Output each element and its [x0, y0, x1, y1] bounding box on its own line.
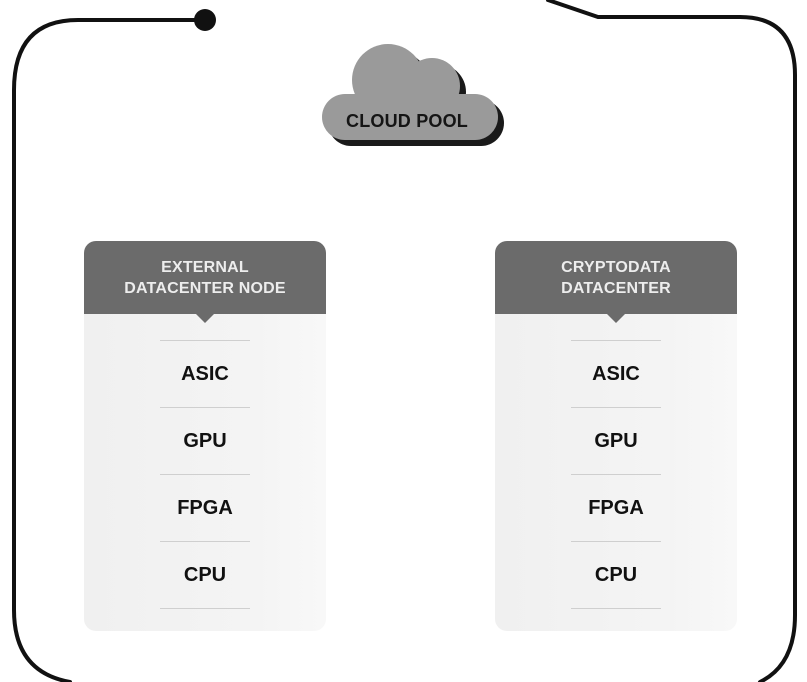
list-divider	[571, 407, 661, 408]
list-divider	[160, 340, 250, 341]
list-divider	[571, 608, 661, 609]
pool-card-title: CRYPTODATA DATACENTER	[561, 258, 671, 297]
hardware-list: ASIC GPU FPGA CPU	[571, 340, 661, 609]
connector-dot	[194, 9, 216, 31]
hardware-item-asic: ASIC	[181, 362, 229, 385]
pool-card-header: EXTERNAL DATACENTER NODE	[84, 241, 326, 323]
hardware-item-fpga: FPGA	[177, 496, 233, 519]
pool-boundary-line	[12, 18, 207, 682]
pool-boundary-line-right	[546, 0, 797, 682]
cloud-pool: CLOUD POOL	[312, 34, 512, 152]
pool-card-title: EXTERNAL DATACENTER NODE	[124, 258, 286, 297]
pool-card-external-datacenter: EXTERNAL DATACENTER NODE ASIC GPU FPGA C…	[84, 241, 326, 631]
list-divider	[571, 541, 661, 542]
list-divider	[571, 340, 661, 341]
list-divider	[160, 407, 250, 408]
cloud-pool-label: CLOUD POOL	[346, 110, 468, 131]
header-pointer	[607, 314, 625, 323]
hardware-item-cpu: CPU	[594, 563, 638, 586]
list-divider	[160, 608, 250, 609]
hardware-item-asic: ASIC	[592, 362, 640, 385]
hardware-item-cpu: CPU	[183, 563, 227, 586]
pool-card-cryptodata-datacenter: CRYPTODATA DATACENTER ASIC GPU FPGA CPU	[495, 241, 737, 631]
list-divider	[571, 474, 661, 475]
hardware-item-gpu: GPU	[183, 429, 227, 452]
hardware-item-fpga: FPGA	[588, 496, 644, 519]
hardware-item-gpu: GPU	[594, 429, 638, 452]
list-divider	[160, 474, 250, 475]
hardware-list: ASIC GPU FPGA CPU	[160, 340, 250, 609]
list-divider	[160, 541, 250, 542]
pool-card-header: CRYPTODATA DATACENTER	[495, 241, 737, 323]
cloud-icon	[322, 44, 504, 146]
header-pointer	[196, 314, 214, 323]
